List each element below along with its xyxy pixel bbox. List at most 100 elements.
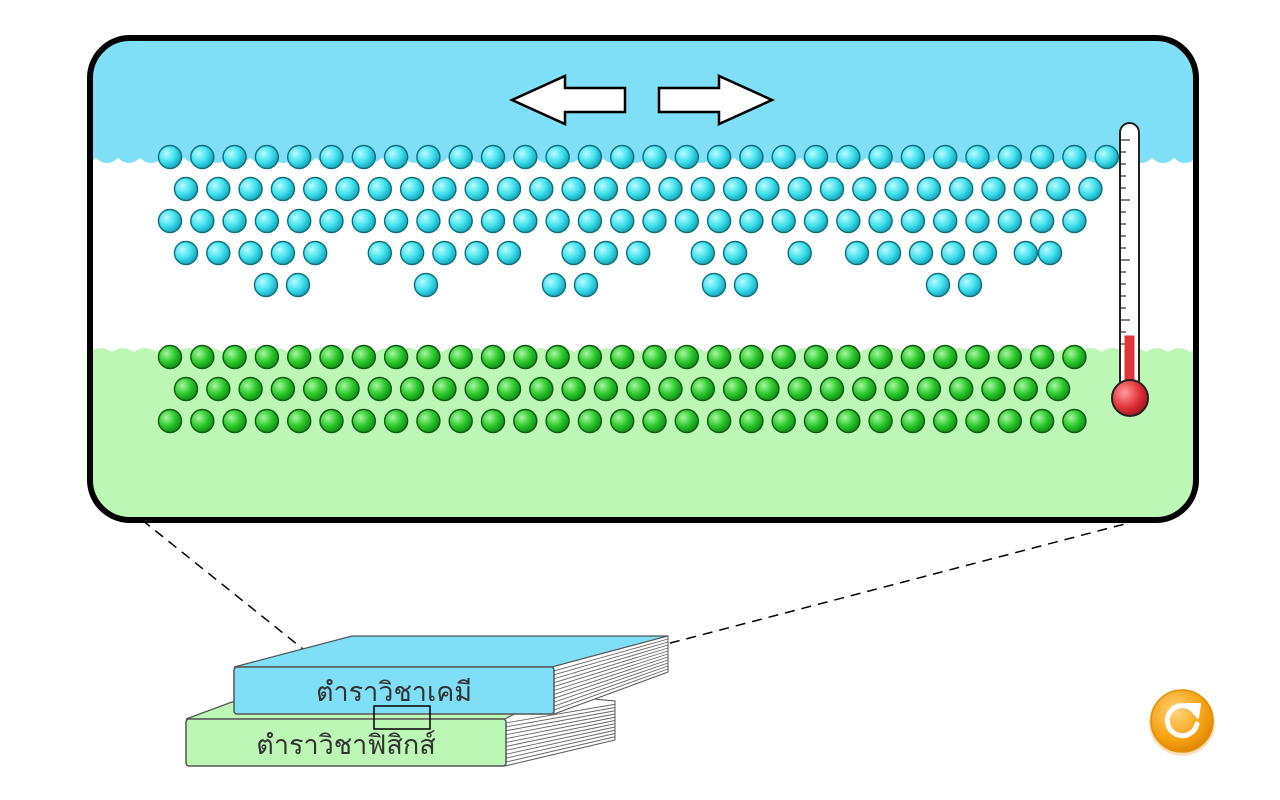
left-arrow-icon	[508, 74, 627, 126]
particle-top	[464, 176, 489, 202]
particle-top	[690, 240, 715, 266]
particle-bottom	[545, 408, 570, 434]
particle-bottom	[642, 344, 667, 370]
right-arrow-icon	[657, 74, 776, 126]
particle-bottom	[287, 344, 312, 370]
particle-top	[1078, 176, 1103, 202]
top-particles	[157, 144, 1119, 298]
particle-top	[1062, 208, 1087, 234]
particle-bottom	[416, 344, 441, 370]
particle-bottom	[868, 344, 893, 370]
particle-bottom	[561, 376, 586, 402]
thermometer-bulb	[1111, 379, 1149, 417]
particle-top	[253, 272, 279, 298]
reset-button[interactable]	[1149, 689, 1215, 756]
particle-bottom	[222, 344, 247, 370]
particle-top	[739, 144, 764, 170]
particle-top	[222, 144, 247, 170]
page-edge-line	[553, 662, 669, 703]
particle-top	[626, 176, 651, 202]
particle-top	[722, 240, 748, 266]
particle-top	[933, 144, 958, 170]
particle-bottom	[206, 376, 231, 402]
particle-bottom	[335, 376, 360, 402]
particle-top	[448, 208, 473, 234]
page-edge-line	[505, 720, 616, 743]
page-edge-line	[505, 707, 616, 728]
particle-bottom	[173, 376, 199, 402]
particle-bottom	[577, 408, 603, 434]
particle-top	[399, 176, 425, 202]
particle-top	[733, 272, 759, 298]
particle-top	[351, 208, 376, 234]
particle-top	[610, 208, 635, 234]
particle-top	[836, 144, 861, 170]
particle-top	[285, 272, 311, 298]
particle-top	[981, 176, 1006, 202]
particle-top	[1013, 240, 1039, 266]
particle-top	[997, 208, 1022, 234]
particle-top	[940, 240, 966, 266]
particle-top	[367, 176, 392, 202]
particle-top	[771, 208, 796, 234]
particle-top	[561, 176, 586, 202]
page-edge-line	[505, 713, 616, 736]
particle-top	[464, 240, 489, 266]
particle-bottom	[383, 408, 409, 434]
particle-top	[1029, 208, 1055, 234]
particle-bottom	[626, 376, 651, 402]
particle-bottom	[755, 376, 780, 402]
particle-top	[610, 144, 635, 170]
page-edge-line	[553, 668, 669, 711]
top-material-region	[90, 38, 1196, 163]
particle-top	[448, 144, 473, 170]
particle-top	[157, 208, 183, 234]
particle-top	[238, 240, 263, 266]
particle-top	[868, 144, 893, 170]
particle-bottom	[432, 376, 457, 402]
particle-top	[270, 240, 296, 266]
particle-top	[206, 240, 231, 266]
particle-top	[573, 272, 599, 298]
particle-top	[900, 144, 926, 170]
particle-bottom	[238, 376, 263, 402]
particle-top	[577, 144, 603, 170]
page-edge-line	[505, 723, 616, 747]
particle-bottom	[836, 344, 861, 370]
particle-top	[206, 176, 231, 202]
particle-top	[908, 240, 934, 266]
particle-top	[413, 272, 439, 298]
page-edge-line	[553, 653, 669, 691]
particle-top	[933, 208, 958, 234]
particle-top	[1037, 240, 1063, 266]
particle-bottom	[319, 344, 344, 370]
physics-book-title: ตำราวิชาฟิสิกส์	[256, 729, 435, 761]
particle-top	[593, 176, 619, 202]
particle-bottom	[965, 408, 990, 434]
particle-top	[222, 208, 247, 234]
particle-bottom	[480, 408, 506, 434]
particle-bottom	[803, 344, 829, 370]
particle-top	[965, 208, 990, 234]
page-edge-line	[553, 644, 669, 680]
panel-border	[87, 35, 1199, 523]
particle-bottom	[513, 408, 538, 434]
particle-top	[157, 144, 183, 170]
thermometer	[1111, 122, 1149, 417]
particle-top	[383, 144, 409, 170]
particle-bottom	[399, 376, 425, 402]
particle-top	[900, 208, 926, 234]
particle-top	[287, 208, 312, 234]
physics-book-cover	[185, 718, 507, 767]
particle-top	[577, 208, 603, 234]
particle-top	[787, 240, 812, 266]
particle-top	[399, 240, 425, 266]
particle-bottom	[674, 344, 699, 370]
particle-bottom	[933, 344, 958, 370]
particle-top	[529, 176, 554, 202]
refresh-icon	[1164, 703, 1201, 739]
particle-top	[972, 240, 998, 266]
particle-top	[803, 208, 829, 234]
particle-top	[706, 144, 732, 170]
particle-top	[383, 208, 409, 234]
